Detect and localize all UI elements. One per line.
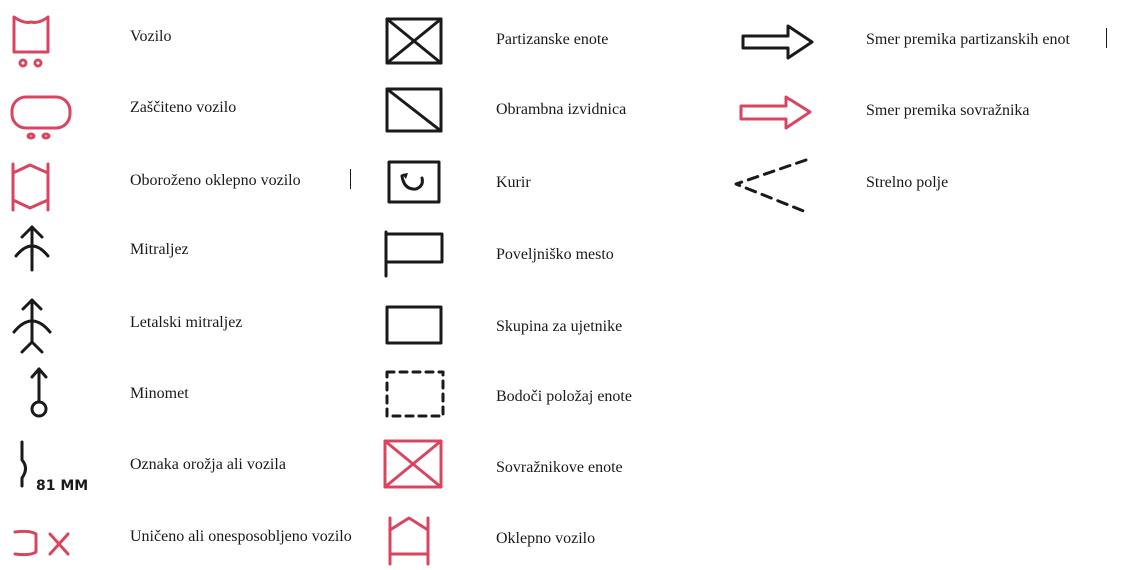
mortar-icon [30,367,48,418]
legend-label: Oboroženo oklepno vozilo [130,172,301,189]
legend-label: Poveljniško mesto [496,246,614,263]
prisoner-group-icon [385,305,443,345]
legend-label: Oklepno vozilo [496,530,596,547]
future-position-icon [385,370,445,418]
legend-label: Smer premika sovražnika [866,102,1030,119]
legend-label: Strelno polje [866,174,949,191]
weapon-marking-text: 81 MM [36,478,88,494]
legend-label: Smer premika partizanskih enot [866,31,1070,48]
vehicle-icon [12,15,50,68]
legend-label: Bodoči položaj enote [496,388,632,405]
command-post-icon [384,230,444,278]
aircraft-machine-gun-icon [12,298,52,354]
legend-label: Skupina za ujetnike [496,318,623,335]
armored-vehicle-icon [388,516,430,566]
armed-armored-vehicle-icon [11,162,50,212]
legend-label: Partizanske enote [496,31,609,48]
partisan-movement-arrow-icon [741,24,814,60]
legend-label: Zaščiteno vozilo [130,99,237,116]
partisan-units-icon [385,17,443,65]
weapon-marking-icon: 81 MM [20,440,88,494]
defensive-reconnaissance-icon [385,87,443,133]
legend-label: Letalski mitraljez [130,314,243,331]
legend-label: Kurir [496,174,531,191]
field-of-fire-icon [734,158,808,214]
legend-label: Oznaka orožja ali vozila [130,456,286,473]
enemy-movement-arrow-icon [739,95,812,130]
machine-gun-icon [14,225,50,272]
legend-label: Sovražnikove enote [496,459,623,476]
legend-label: Obrambna izvidnica [496,101,627,118]
destroyed-vehicle-icon [13,529,70,557]
legend-label: Uničeno ali onesposobljeno vozilo [130,528,352,545]
enemy-units-icon [383,439,443,489]
text-cursor-mark [350,169,351,189]
protected-vehicle-icon [10,95,72,140]
courier-icon [387,160,441,204]
text-cursor-mark [1106,28,1107,48]
legend-label: Vozilo [130,28,172,45]
legend-label: Minomet [130,385,189,402]
legend-label: Mitraljez [130,241,189,258]
